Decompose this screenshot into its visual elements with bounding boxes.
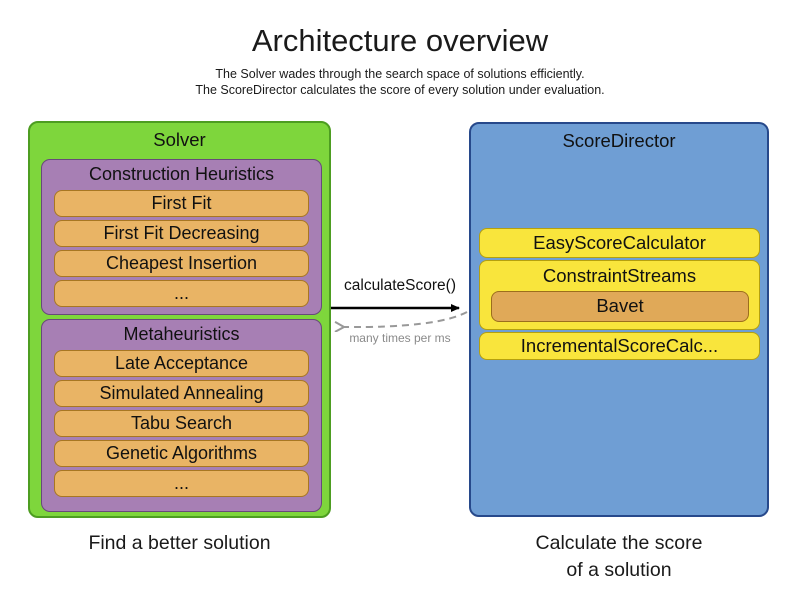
easy-score-calculator-box: EasyScoreCalculator xyxy=(479,228,760,258)
metaheuristics-section: Metaheuristics Late Acceptance Simulated… xyxy=(41,319,322,512)
calculate-score-label: calculateScore() xyxy=(344,277,456,294)
algorithm-item-ellipsis: ... xyxy=(54,470,309,497)
frequency-label: many times per ms xyxy=(349,331,451,345)
metaheuristics-items: Late Acceptance Simulated Annealing Tabu… xyxy=(42,349,321,497)
score-director-caption-line-2: of a solution xyxy=(566,559,672,581)
algorithm-item: First Fit Decreasing xyxy=(54,220,309,247)
constraint-streams-label: ConstraintStreams xyxy=(542,265,697,286)
algorithm-item: First Fit xyxy=(54,190,309,217)
solver-box: Solver Construction Heuristics First Fit… xyxy=(28,121,331,518)
score-director-box: ScoreDirector EasyScoreCalculator Constr… xyxy=(469,122,769,517)
construction-heuristics-items: First Fit First Fit Decreasing Cheapest … xyxy=(42,189,321,307)
solver-caption: Find a better solution xyxy=(88,532,271,554)
feedback-arrow xyxy=(343,311,468,327)
subtitle-line-2: The ScoreDirector calculates the score o… xyxy=(195,83,605,97)
page-title: Architecture overview xyxy=(251,23,549,58)
algorithm-item: Genetic Algorithms xyxy=(54,440,309,467)
algorithm-item: Tabu Search xyxy=(54,410,309,437)
solver-title: Solver xyxy=(153,129,206,150)
metaheuristics-title: Metaheuristics xyxy=(123,324,240,344)
score-director-caption-line-1: Calculate the score xyxy=(535,532,703,554)
algorithm-item-ellipsis: ... xyxy=(54,280,309,307)
construction-heuristics-title: Construction Heuristics xyxy=(88,164,275,184)
score-director-caption: Calculate the score of a solution xyxy=(469,530,769,584)
bavet-box: Bavet xyxy=(491,291,749,322)
constraint-streams-box: ConstraintStreams Bavet xyxy=(479,260,760,330)
arrows-graphic xyxy=(331,304,468,355)
score-director-title: ScoreDirector xyxy=(562,130,676,151)
subtitle-line-1: The Solver wades through the search spac… xyxy=(215,67,585,81)
algorithm-item: Simulated Annealing xyxy=(54,380,309,407)
algorithm-item: Cheapest Insertion xyxy=(54,250,309,277)
construction-heuristics-section: Construction Heuristics First Fit First … xyxy=(41,159,322,315)
algorithm-item: Late Acceptance xyxy=(54,350,309,377)
incremental-score-calculator-box: IncrementalScoreCalc... xyxy=(479,332,760,360)
